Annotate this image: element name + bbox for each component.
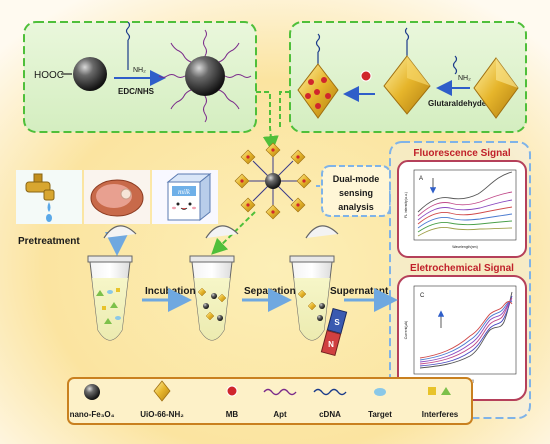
milk-label: milk [178,188,191,196]
legend-label-0: nano-Fe₃O₄ [70,410,115,419]
legend-label-4: cDNA [319,410,341,419]
mb-molecule-icon [360,70,372,82]
edc-nhs-label: EDC/NHS [118,87,155,96]
aptamer-strand-icon [125,21,131,41]
legend-mof-icon [153,380,171,402]
sample-meat [84,170,150,224]
pretreatment-label: Pretreatment [18,236,80,247]
magnet-s-label: S [334,318,340,327]
legend-mb-icon [226,385,238,397]
conjugation-box: HOOC NH₂ EDC/NHS [23,21,257,133]
tube-incubation [189,225,239,341]
sample-milk: milk [152,170,218,224]
fluorescence-y-axis: FL intensity(a.u.) [404,192,408,218]
fluorescence-curves [417,171,513,237]
legend-nanoparticle-icon [84,384,100,400]
electrochemical-curves [419,291,513,369]
connector-right [279,91,290,128]
bare-mof [473,57,519,119]
magnet-icon: S N [320,307,348,357]
fluorescence-x-axis: Wavelength(nm) [452,245,478,249]
legend-label-3: Apt [273,410,287,419]
supernatant-label: Supernatant [330,286,389,297]
legend-label-1: UiO-66-NH₂ [140,410,184,419]
electrochemical-panel-letter: C [420,293,425,299]
dual-mode-line1: Dual-mode [333,174,380,184]
dual-mode-line2: sensing [339,188,373,198]
legend-label-6: Interferes [422,410,459,419]
dual-mode-line3: analysis [338,202,374,212]
legend-label-5: Target [368,410,392,419]
aptamer-strand-icon-2 [452,55,458,75]
electrochemical-title: Eletrochemical Signal [410,263,514,274]
aptamer-mof [383,27,431,115]
mof-loading-box: NH₂ Glutaraldehyde [289,21,527,133]
incubation-label: Incubation [145,286,196,297]
magnet-n-label: N [328,340,334,349]
sensing-probe [234,142,312,220]
legend-target-icon [374,388,386,396]
electrochemical-y-axis: Current(μA) [404,321,408,339]
tube-sample [87,225,137,341]
electrochemical-panel: Eletrochemical Signal C Current(μA) Pote… [397,263,527,401]
glutaraldehyde-label: Glutaraldehyde [428,99,487,108]
legend-label-2: MB [226,410,239,419]
sample-tap-water [16,170,82,224]
legend-cdna-icon [313,388,347,396]
fluorescence-title: Fluorescence Signal [413,148,510,159]
connector-left [256,91,279,152]
legend-aptamer-icon [263,388,297,396]
aptamer-nanoparticle [158,29,252,123]
nh2-label-right: NH₂ [458,75,471,82]
nh2-label-left: NH₂ [133,67,146,74]
legend: nano-Fe₃O₄ UiO-66-NH₂ MB Apt cDNA Target… [67,377,473,425]
legend-interferes-square-icon [428,387,436,395]
nanoparticle-icon [73,57,107,91]
fluorescence-panel: Fluorescence Signal A FL intensity(a.u.)… [397,148,527,258]
tube-separation [289,225,339,341]
mb-loaded-mof [297,33,339,119]
fluorescence-panel-letter: A [419,176,423,182]
dual-mode-box: Dual-mode sensing analysis [321,165,391,217]
separation-label: Separation [244,286,296,297]
legend-interferes-triangle-icon [441,387,451,395]
hooc-label: HOOC [34,70,64,81]
